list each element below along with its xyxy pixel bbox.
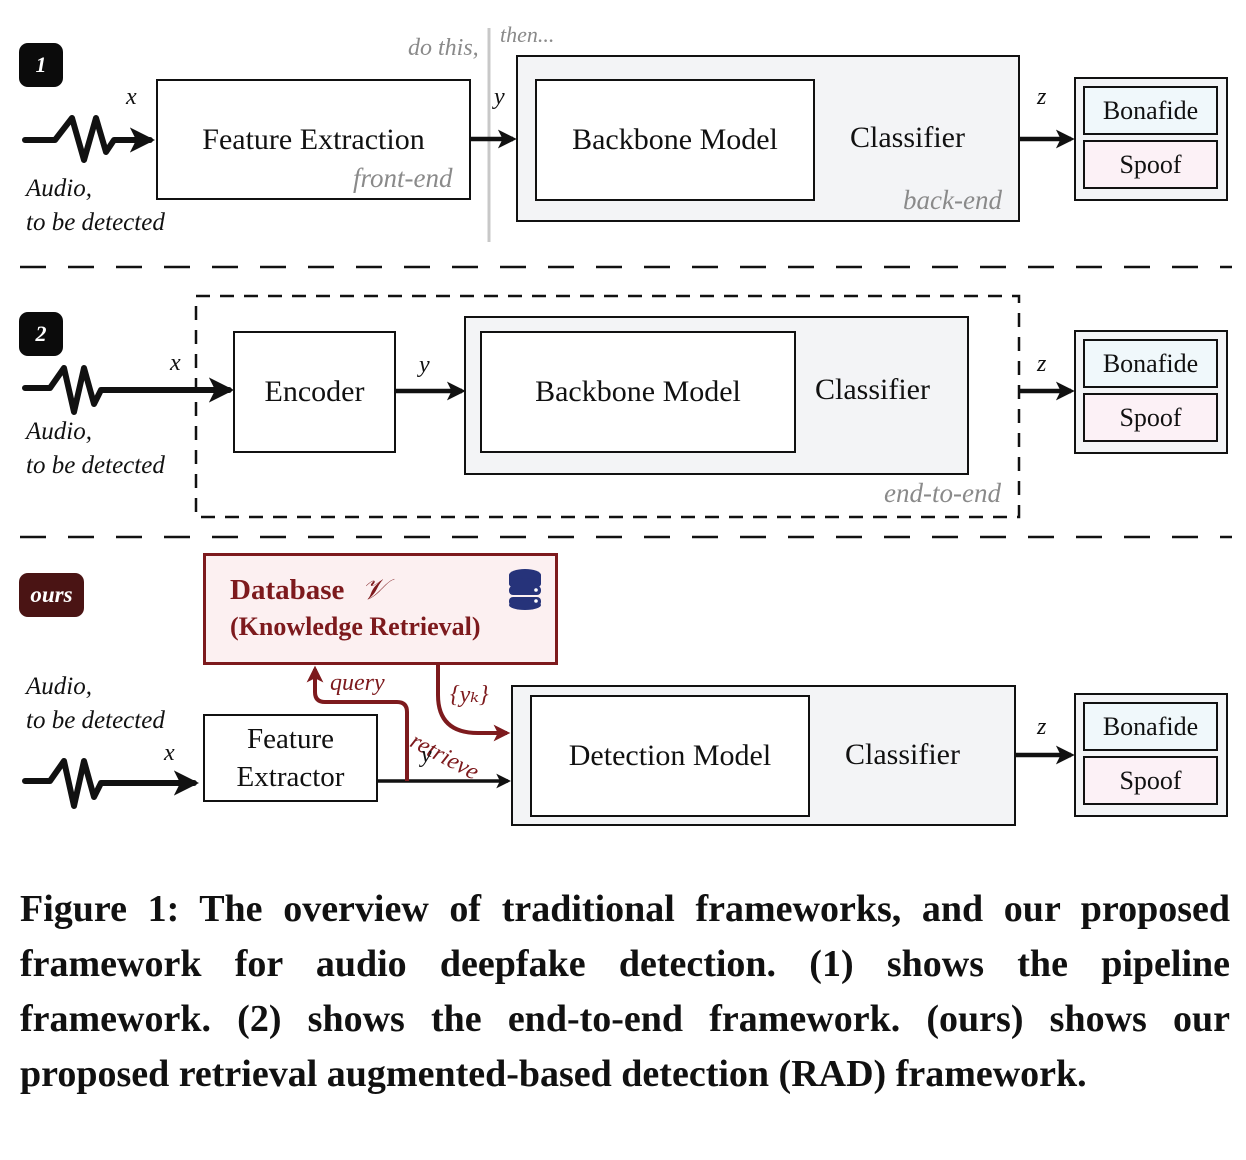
input-variable-x: x [126,84,137,110]
output-bonafide: Bonafide [1083,702,1218,751]
output-spoof: Spoof [1083,756,1218,805]
audio-label: Audio, to be detected [26,670,165,738]
audio-waveform-icon [22,115,156,163]
output-variable-z: z [1037,84,1047,110]
front-end-note: front-end [353,163,453,193]
output-classes: Bonafide Spoof [1074,330,1228,454]
query-label: query [330,670,385,696]
output-spoof: Spoof [1083,140,1218,189]
back-end-note: back-end [903,185,1002,215]
output-classes: Bonafide Spoof [1074,693,1228,817]
backbone-model-label: Backbone Model [572,123,778,156]
then-note: then... [500,22,555,47]
database-subtitle: (Knowledge Retrieval) [230,612,481,641]
classifier-label: Classifier [845,738,960,771]
detection-model-box: Detection Model [530,695,810,817]
panel-badge-2: 2 [19,312,63,356]
mid-variable-y: y [421,742,432,768]
audio-label: Audio, to be detected [26,415,165,483]
audio-label: Audio, to be detected [26,172,165,240]
end-to-end-dashed-box [194,294,1021,519]
feature-extractor-line2: Extractor [236,761,345,793]
encoder-label: Encoder [264,375,365,408]
database-symbol: 𝒱 [361,574,386,606]
output-variable-z: z [1037,714,1047,740]
output-variable-z: z [1037,351,1047,377]
output-spoof: Spoof [1083,393,1218,442]
connector-layer [20,28,1232,809]
feature-extraction-box: Feature Extraction [156,79,471,200]
backbone-model-box: Backbone Model [535,79,815,201]
database-title: Database 𝒱 [230,574,386,607]
audio-label-line2: to be detected [26,209,165,236]
audio-waveform-icon [22,365,235,415]
output-classes: Bonafide Spoof [1074,77,1228,201]
backbone-model-label: Backbone Model [535,375,741,408]
audio-label-line1: Audio, [26,418,92,445]
do-this-note: do this, [408,35,479,61]
feature-extractor-line1: Feature [247,723,334,755]
feature-extractor-box: Feature Extractor [203,714,378,802]
input-variable-x: x [170,350,181,376]
database-title-text: Database [230,574,345,606]
panel-badge-ours: ours [19,573,84,617]
yk-label: {yₖ} [450,682,489,708]
audio-label-line1: Audio, [26,673,92,700]
figure-caption: Figure 1: The overview of traditional fr… [20,888,1230,1095]
end-to-end-note: end-to-end [884,478,1001,508]
panel-badge-1: 1 [19,43,63,87]
backbone-model-box: Backbone Model [480,331,796,453]
query-arrow [306,665,409,781]
mid-variable-y: y [494,84,505,110]
database-box: Database 𝒱 (Knowledge Retrieval) [203,553,558,665]
audio-label-line2: to be detected [26,707,165,734]
retrieve-arrow [436,664,511,742]
audio-label-line1: Audio, [26,175,92,202]
output-bonafide: Bonafide [1083,86,1218,135]
audio-waveform-icon [22,758,200,809]
feature-extraction-label: Feature Extraction [202,122,425,156]
database-icon [509,569,541,610]
classifier-label: Classifier [850,121,965,154]
classifier-label: Classifier [815,373,930,406]
detection-model-label: Detection Model [568,739,772,772]
mid-variable-y: y [419,352,430,378]
output-bonafide: Bonafide [1083,339,1218,388]
encoder-box: Encoder [233,331,396,453]
audio-label-line2: to be detected [26,452,165,479]
input-variable-x: x [164,740,175,766]
